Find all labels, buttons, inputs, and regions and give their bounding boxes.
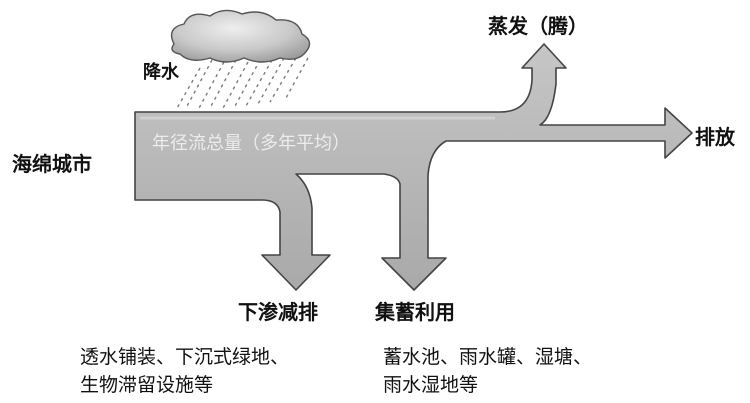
city-label: 海绵城市 xyxy=(12,152,92,176)
rain-label: 降水 xyxy=(143,62,179,83)
infiltration-desc-line1: 透水铺装、下沉式绿地、 xyxy=(80,346,290,368)
storage-desc-line2: 雨水湿地等 xyxy=(383,374,479,396)
evaporation-label: 蒸发（腾） xyxy=(488,14,588,38)
storage-desc-line1: 蓄水池、雨水罐、湿塘、 xyxy=(383,346,593,368)
infiltration-title: 下渗减排 xyxy=(238,300,318,324)
discharge-label: 排放 xyxy=(695,125,735,149)
storage-title: 集蓄利用 xyxy=(375,300,455,324)
infiltration-desc-line2: 生物滞留设施等 xyxy=(80,374,214,396)
rain-icon xyxy=(175,57,309,111)
cloud-icon xyxy=(170,9,311,63)
flow-label: 年径流总量（多年平均） xyxy=(152,133,350,154)
flow-band xyxy=(134,43,693,291)
